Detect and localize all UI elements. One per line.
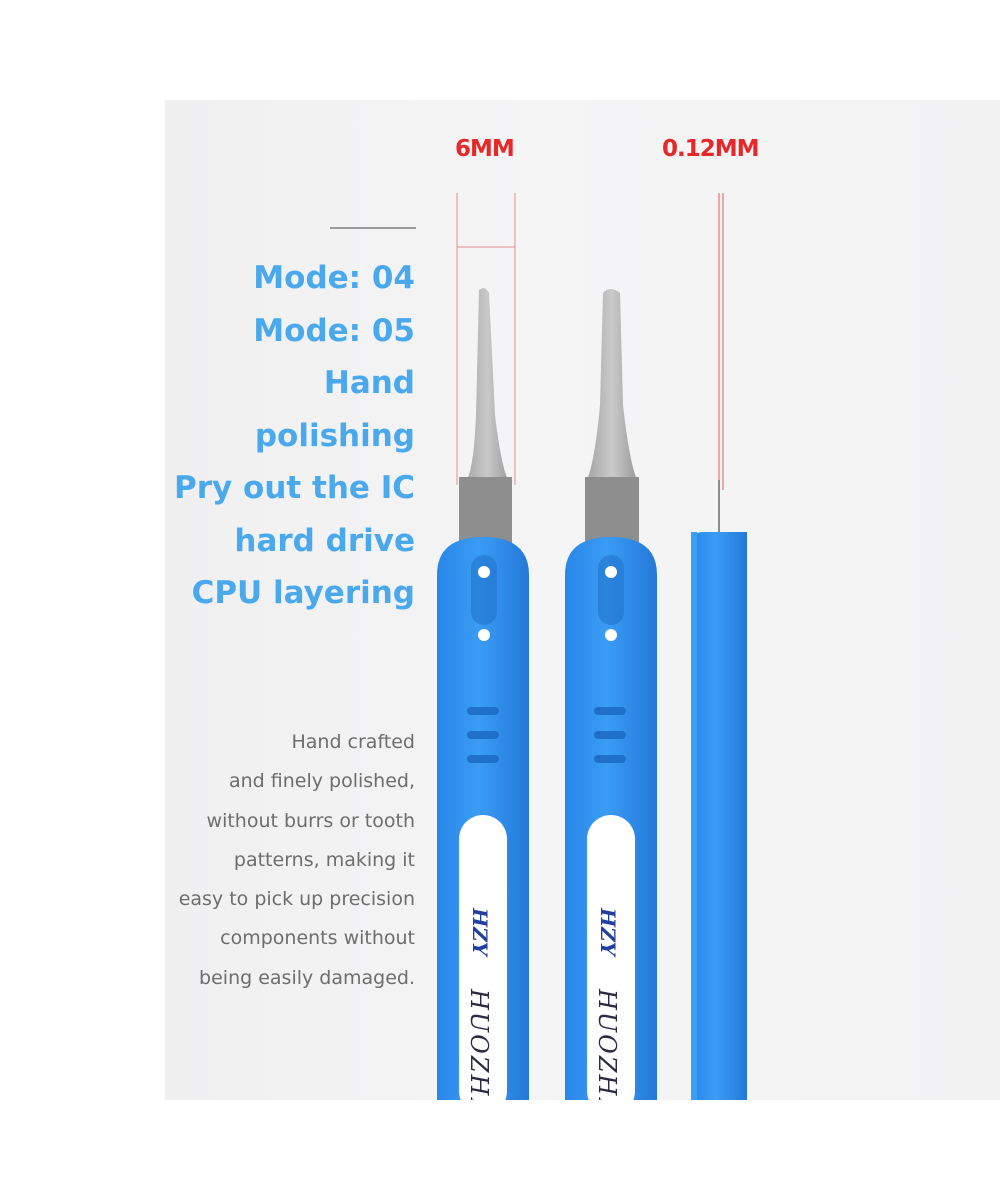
- description-line: easy to pick up precision: [178, 888, 415, 911]
- description-line: Hand crafted: [291, 731, 415, 753]
- feature-item: Mode: 05: [253, 312, 415, 349]
- brand-name: HUOZHIYUAN: [465, 989, 493, 1100]
- description-line: being easily damaged.: [199, 966, 415, 989]
- product-description: Hand crafted and finely polished, withou…: [165, 723, 415, 998]
- pry-tool-front-right: [565, 289, 657, 1100]
- hzy-logo-icon: HZY: [596, 908, 620, 956]
- feature-item: hard drive: [234, 522, 415, 559]
- feature-item: CPU layering: [191, 575, 415, 611]
- feature-item: polishing: [254, 417, 415, 454]
- feature-item: Pry out the IC: [174, 470, 415, 506]
- pry-tool-front-left: [437, 288, 529, 1100]
- description-line: patterns, making it: [233, 848, 415, 871]
- description-line: without burrs or tooth: [206, 809, 415, 832]
- divider-line: [330, 227, 416, 229]
- brand-label-2: HZY HUOZHIYUAN: [587, 885, 627, 1100]
- product-panel: 6MM 0.12MM Mode: 04 Mode: 05 Hand polish…: [165, 100, 1000, 1100]
- brand-label-1: HZY HUOZHIYUAN: [459, 885, 499, 1100]
- feature-item: Hand: [323, 365, 415, 401]
- thickness-dimension-label: 0.12MM: [662, 136, 760, 162]
- dimension-lines: [456, 193, 724, 490]
- width-dimension-label: 6MM: [455, 136, 515, 162]
- feature-list: Mode: 04 Mode: 05 Hand polishing Pry out…: [165, 252, 415, 620]
- brand-name: HUOZHIYUAN: [593, 989, 621, 1100]
- description-line: and finely polished,: [228, 770, 415, 793]
- feature-item: Mode: 04: [253, 260, 415, 296]
- pry-tool-side-view: [691, 480, 747, 1100]
- description-line: components without: [220, 927, 415, 950]
- hzy-logo-icon: HZY: [468, 908, 492, 956]
